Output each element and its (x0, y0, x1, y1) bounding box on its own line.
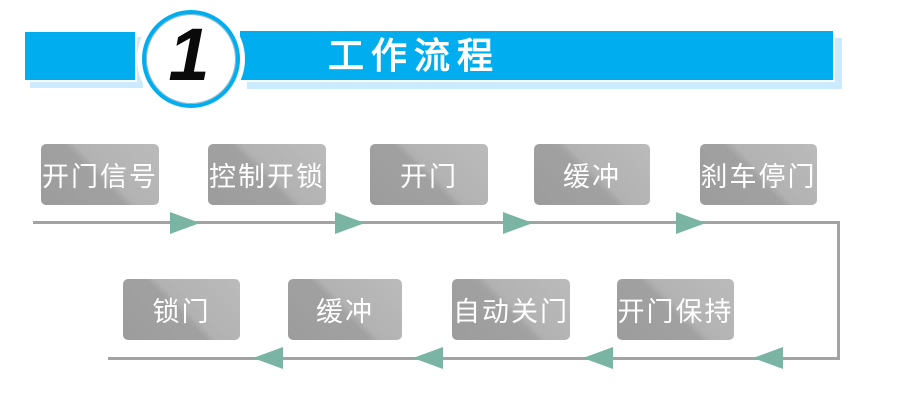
header-tab (25, 32, 137, 82)
flow-node-auto-close: 自动关门 (452, 279, 570, 340)
arrow-left-icon (583, 347, 613, 369)
flow-line-bottom (108, 357, 840, 360)
arrow-left-icon (413, 347, 443, 369)
flow-node-control-unlock: 控制开锁 (208, 144, 326, 205)
flow-node-open-door: 开门 (370, 144, 488, 205)
flow-line-top (33, 221, 839, 224)
arrow-right-icon (503, 212, 533, 234)
arrow-right-icon (335, 212, 365, 234)
flow-line-right (837, 221, 840, 360)
flow-node-buffer-1: 缓冲 (534, 144, 650, 205)
step-number-badge: 1 (142, 10, 240, 108)
arrow-right-icon (170, 212, 200, 234)
flow-node-door-open-signal: 开门信号 (41, 144, 159, 205)
arrow-right-icon (676, 212, 706, 234)
flow-node-hold-open: 开门保持 (617, 279, 734, 340)
flow-node-lock-door: 锁门 (123, 279, 240, 340)
flow-node-brake-stop: 刹车停门 (700, 144, 817, 205)
arrow-left-icon (753, 347, 783, 369)
arrow-left-icon (253, 347, 283, 369)
step-number: 1 (168, 13, 210, 96)
flow-node-buffer-2: 缓冲 (288, 279, 402, 340)
title-banner: 工作流程 (240, 31, 835, 82)
page-title: 工作流程 (328, 35, 501, 76)
